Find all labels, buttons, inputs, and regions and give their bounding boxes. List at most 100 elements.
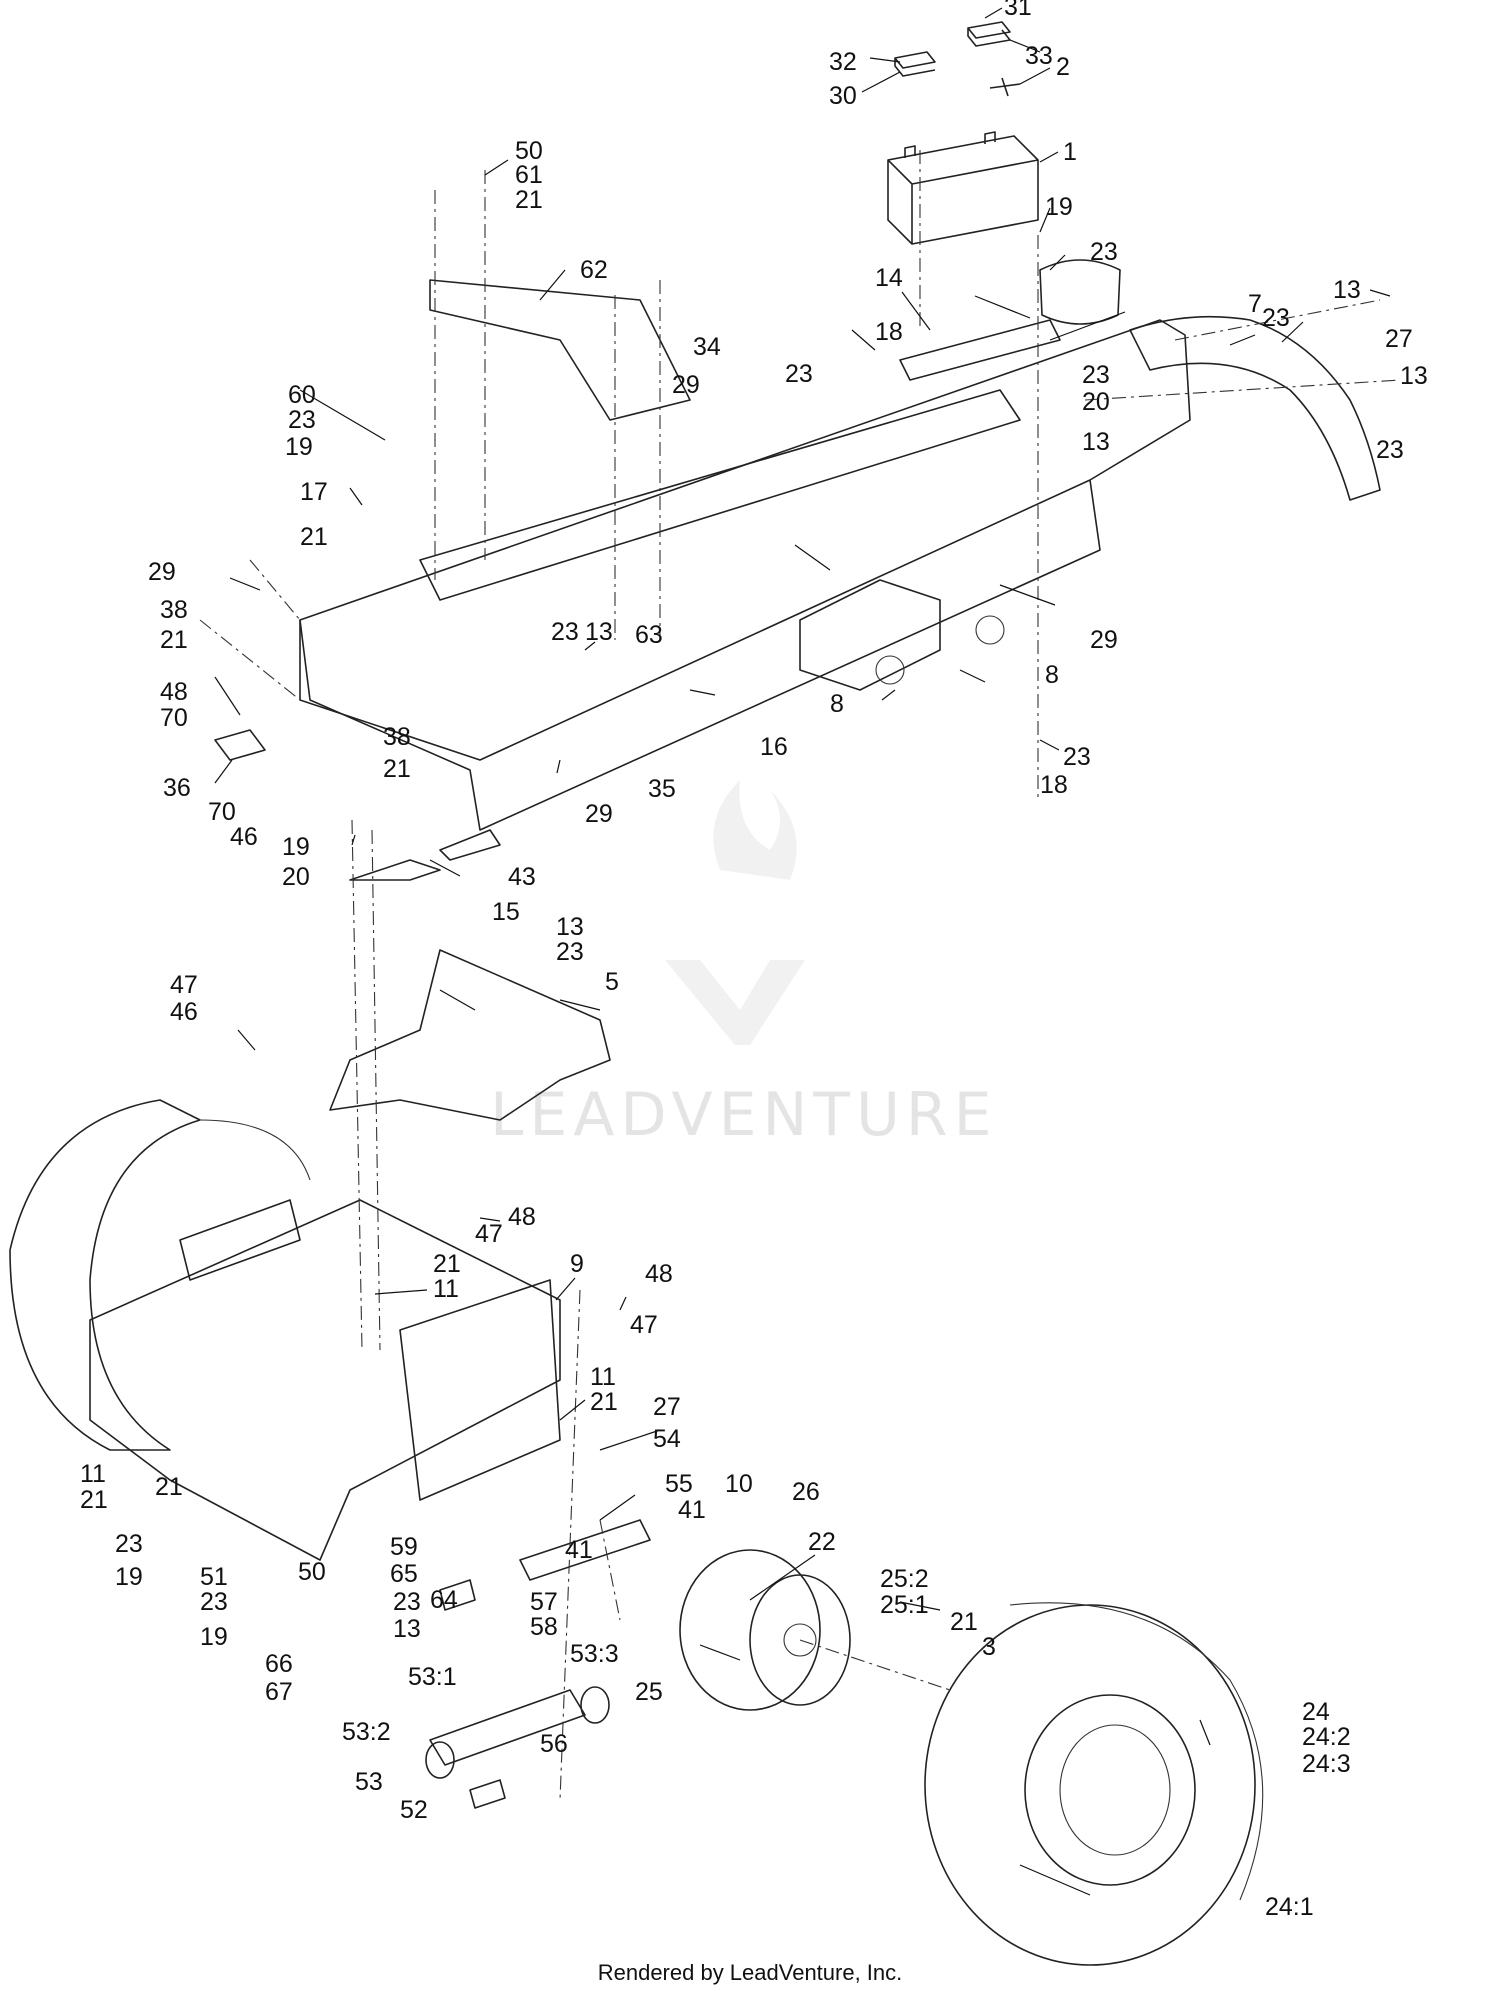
callout-label: 20 [1082, 388, 1110, 416]
callout-label: 53 [355, 1768, 383, 1796]
callout-label: 24 [1302, 1698, 1330, 1726]
callout-label: 23 [200, 1588, 228, 1616]
decal-43 [439, 829, 501, 861]
callout-label: 13 [585, 618, 613, 646]
callout-label: 24:1 [1265, 1893, 1314, 1921]
callout-label: 13 [393, 1615, 421, 1643]
callout-label: 11 [80, 1460, 106, 1488]
callout-label: 24:2 [1302, 1723, 1351, 1751]
callout-label: 62 [580, 256, 608, 284]
callout-label: 17 [300, 478, 328, 506]
callout-label: 67 [265, 1678, 293, 1706]
callout-label: 23 [785, 360, 813, 388]
callout-label: 23 [1082, 361, 1110, 389]
callout-label: 19 [285, 433, 313, 461]
callout-label: 48 [160, 678, 188, 706]
callout-label: 16 [760, 733, 788, 761]
callout-label: 20 [282, 863, 310, 891]
frame-bracket-16 [799, 579, 941, 691]
shock-body [429, 1689, 586, 1766]
callout-label: 61 [515, 161, 543, 189]
bracket-62 [429, 279, 691, 421]
bracket-14 [899, 319, 1061, 381]
callout-label: 3 [982, 1633, 996, 1661]
callout-label: 50 [298, 1558, 326, 1586]
footer-credit: Rendered by LeadVenture, Inc. [597, 1960, 903, 1985]
callout-label: 48 [645, 1260, 673, 1288]
callout-label: 38 [160, 596, 188, 624]
callout-label: 47 [170, 971, 198, 999]
pivot-bushing-64 [439, 1579, 476, 1611]
callout-label: 59 [390, 1533, 418, 1561]
callout-label: 19 [282, 833, 310, 861]
callout-label: 47 [630, 1311, 658, 1339]
callout-label: 2 [1056, 53, 1070, 81]
right-tire-24 [924, 1602, 1264, 1966]
callout-label: 23 [393, 1588, 421, 1616]
callout-label: 46 [170, 998, 198, 1026]
callout-label: 57 [530, 1588, 558, 1616]
assembly-centerlines [199, 150, 1401, 1801]
callout-label: 18 [875, 318, 903, 346]
callout-label: 65 [390, 1560, 418, 1588]
callout-label: 23 [556, 938, 584, 966]
callout-label: 23 [551, 618, 579, 646]
terminal-cover-31 [967, 21, 1011, 47]
callout-label: 8 [1045, 661, 1059, 689]
battery-terminals [904, 131, 996, 158]
callout-label: 9 [570, 1250, 584, 1278]
pad-15 [349, 859, 441, 881]
shock-eye-left [425, 1741, 455, 1779]
callout-label: 56 [540, 1730, 568, 1758]
callout-label: 46 [230, 823, 258, 851]
callout-label: 33 [1025, 42, 1053, 70]
tow-bar-7 [1129, 315, 1381, 501]
callout-label: 43 [508, 863, 536, 891]
callout-label: 21 [80, 1486, 108, 1514]
callout-label: 14 [875, 264, 903, 292]
callout-label: 53:2 [342, 1718, 391, 1746]
left-tire-tread [199, 1119, 311, 1181]
callout-label: 19 [115, 1563, 143, 1591]
callout-label: 36 [163, 774, 191, 802]
callout-label: 23 [1262, 304, 1290, 332]
callout-label: 64 [430, 1586, 458, 1614]
callout-label: 53:3 [570, 1640, 619, 1668]
watermark: LEADVENTURE [490, 780, 998, 1150]
spacer-52 [469, 1779, 506, 1809]
shock-53 [425, 1686, 610, 1809]
leader-lines [214, 7, 1391, 1896]
callout-label: 22 [808, 1528, 836, 1556]
wheel-motor-25 [679, 1549, 851, 1711]
callout-label: 21 [383, 755, 411, 783]
callout-label: 70 [208, 798, 236, 826]
callout-label: 58 [530, 1613, 558, 1641]
frame-rail-side [299, 479, 1101, 831]
bracket-36 [214, 729, 266, 761]
frame-cross-member [419, 389, 1021, 601]
callout-label: 47 [475, 1220, 503, 1248]
callout-label: 51 [200, 1563, 228, 1591]
callout-label: 29 [672, 371, 700, 399]
callout-label: 29 [585, 800, 613, 828]
terminal-cover-32 [894, 51, 936, 77]
callout-label: 35 [648, 775, 676, 803]
callout-label: 50 [515, 137, 543, 165]
right-tire-hub [1059, 1724, 1171, 1856]
callout-label: 7 [1248, 290, 1262, 318]
callout-label: 1 [1063, 138, 1077, 166]
callout-label: 30 [829, 82, 857, 110]
callout-label: 5 [605, 968, 619, 996]
callout-labels: 31 32 30 33 2 1 50 61 21 19 23 62 14 13 … [80, 0, 1428, 1921]
watermark-text: LEADVENTURE [490, 1080, 998, 1150]
callout-label: 21 [155, 1473, 183, 1501]
callout-label: 41 [678, 1496, 706, 1524]
callout-label: 66 [265, 1650, 293, 1678]
callout-label: 31 [1004, 0, 1032, 21]
callout-label: 13 [556, 913, 584, 941]
left-tire [9, 1099, 311, 1451]
callout-label: 70 [160, 704, 188, 732]
wheel-motor-center [783, 1623, 817, 1657]
pivot-pin-55 [519, 1519, 651, 1581]
